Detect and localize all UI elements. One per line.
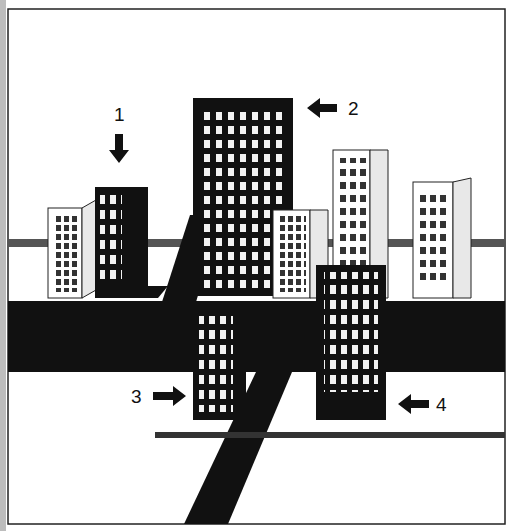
pointer-arrows [109, 98, 429, 414]
callout-number: 1 [114, 105, 125, 124]
callout-number: 3 [131, 387, 142, 406]
callout-number: 2 [348, 99, 359, 118]
callout-number: 4 [436, 395, 447, 414]
